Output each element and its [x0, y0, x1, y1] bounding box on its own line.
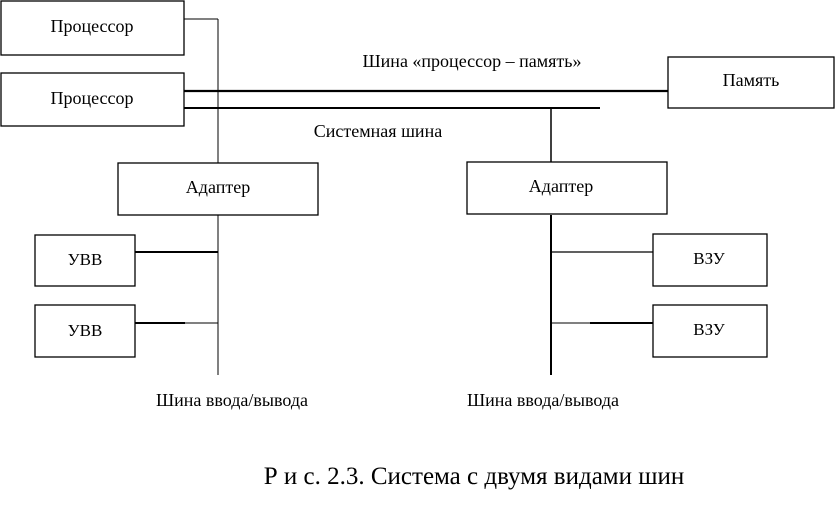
io-device-label-2: УВВ — [68, 321, 103, 340]
memory-box: Память — [667, 56, 835, 109]
io-bus-label-right: Шина ввода/вывода — [467, 390, 619, 410]
processor-box-1: Процессор — [0, 0, 185, 56]
figure-caption: Р и с. 2.3. Система с двумя видами шин — [264, 463, 685, 490]
storage-label-1: ВЗУ — [693, 249, 725, 268]
adapter-label-right: Адаптер — [529, 176, 593, 196]
io-device-box-2: УВВ — [34, 304, 136, 358]
io-bus-label-left: Шина ввода/вывода — [156, 390, 308, 410]
io-device-label-1: УВВ — [68, 250, 103, 269]
io-device-box-1: УВВ — [34, 234, 136, 287]
adapter-label-left: Адаптер — [186, 177, 250, 197]
connection-lines — [135, 18, 668, 375]
processor-label-1: Процессор — [50, 16, 133, 36]
processor-box-2: Процессор — [0, 72, 185, 127]
adapter-box-right: Адаптер — [466, 161, 668, 215]
processor-label-2: Процессор — [50, 88, 133, 108]
adapter-box-left: Адаптер — [117, 162, 319, 216]
system-bus-label: Системная шина — [314, 121, 442, 141]
cpu-memory-bus-label: Шина «процессор – память» — [363, 51, 582, 71]
memory-label: Память — [723, 70, 780, 90]
storage-box-1: ВЗУ — [652, 233, 768, 287]
storage-label-2: ВЗУ — [693, 320, 725, 339]
storage-box-2: ВЗУ — [652, 304, 768, 358]
